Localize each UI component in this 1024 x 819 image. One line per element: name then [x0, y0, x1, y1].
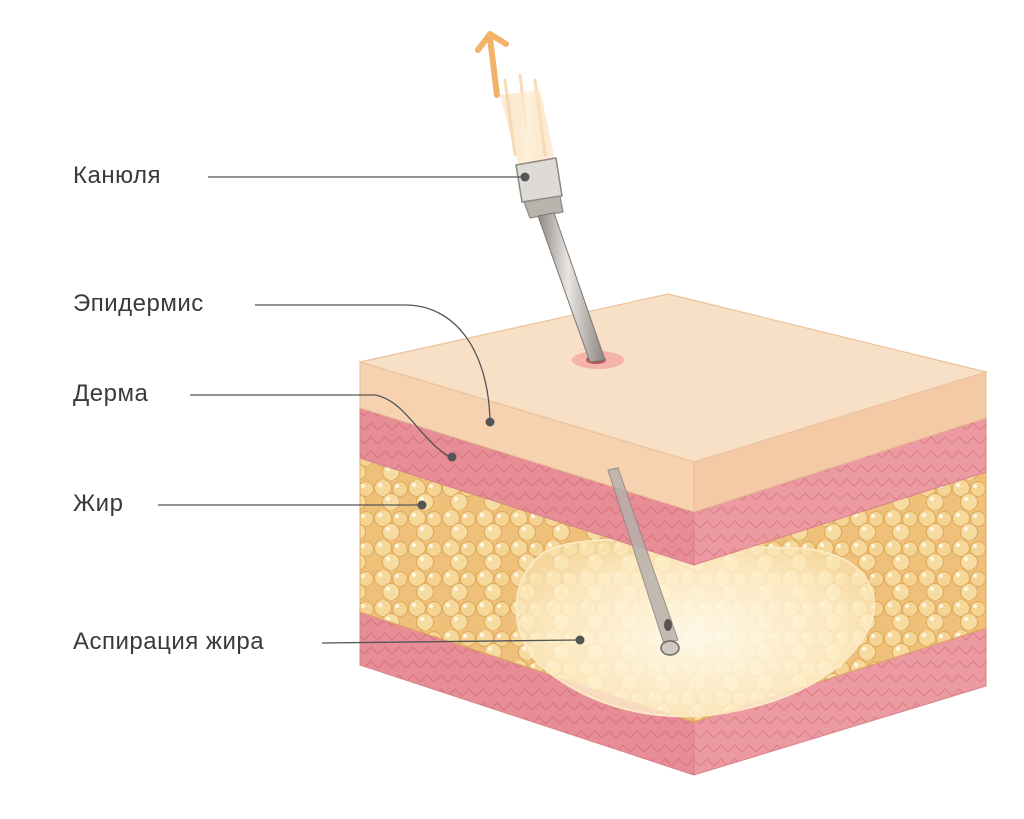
cannula-shaft-subdermal [607, 467, 679, 645]
label-dermis: Дерма [73, 380, 149, 407]
leader-dot-fat [417, 500, 427, 510]
leader-dot-dermis [447, 452, 457, 462]
leader-aspiration [321, 639, 579, 644]
leader-dot-aspiration [575, 635, 585, 645]
arrow-up-icon [475, 31, 509, 98]
skin-block [357, 293, 989, 776]
cannula-handle [500, 90, 556, 170]
leader-lines [158, 172, 585, 645]
leader-epidermis [255, 304, 491, 421]
cannula-collar [523, 195, 564, 219]
label-fat-aspiration: Аспирация жира [73, 628, 265, 655]
cannula [475, 31, 680, 656]
label-epidermis: Эпидермис [73, 290, 204, 317]
epidermis-top [357, 293, 989, 463]
leader-dermis [190, 394, 451, 458]
leader-dot-cannula [520, 172, 530, 182]
cannula-hub [515, 157, 563, 203]
label-cannula: Канюля [73, 162, 162, 189]
cannula-shaft [537, 212, 606, 363]
leader-dot-epidermis [485, 417, 495, 427]
label-fat: Жир [73, 490, 124, 517]
cannula-tip [660, 640, 680, 656]
cannula-tip-opening [664, 619, 672, 631]
